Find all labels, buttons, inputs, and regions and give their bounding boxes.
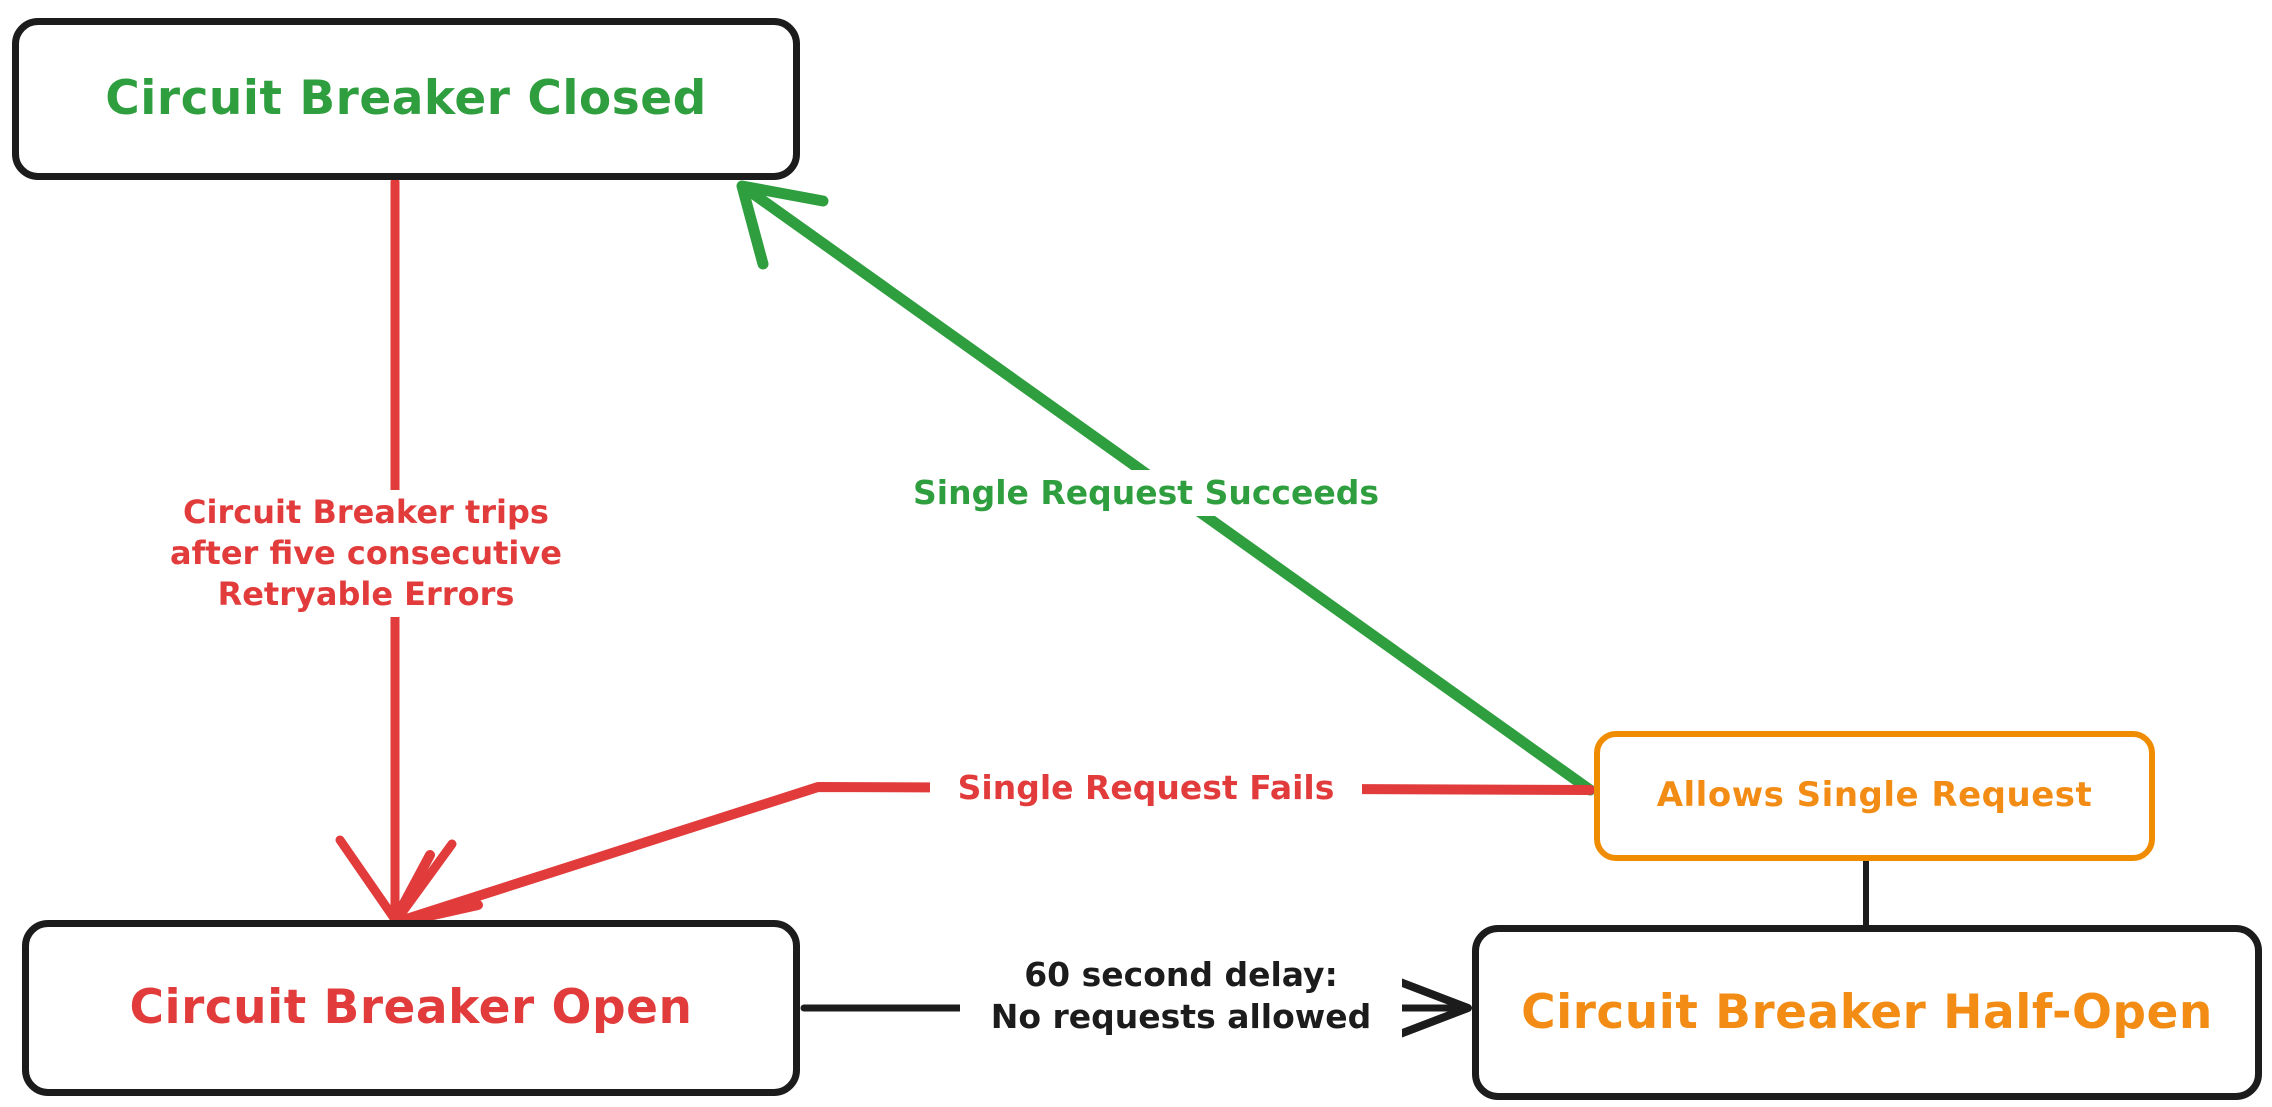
edge-label-60-second-delay: 60 second delay: No requests allowed xyxy=(960,952,1402,1041)
node-label-allows-single: Allows Single Request xyxy=(1656,775,2093,816)
node-circuit-breaker-half-open[interactable]: Circuit Breaker Half-Open xyxy=(1472,925,2262,1100)
node-circuit-breaker-closed[interactable]: Circuit Breaker Closed xyxy=(12,18,800,180)
node-label-closed: Circuit Breaker Closed xyxy=(105,71,707,127)
node-allows-single-request[interactable]: Allows Single Request xyxy=(1594,731,2155,861)
arrowhead-black-half-open xyxy=(1396,978,1472,1038)
arrowhead-green-closed xyxy=(736,180,829,270)
node-label-open: Circuit Breaker Open xyxy=(129,980,693,1036)
edge-label-circuit-breaker-trips: Circuit Breaker trips after five consecu… xyxy=(160,490,572,617)
edge-label-single-request-succeeds: Single Request Succeeds xyxy=(900,470,1392,517)
edge-label-single-request-fails: Single Request Fails xyxy=(930,765,1362,812)
node-circuit-breaker-open[interactable]: Circuit Breaker Open xyxy=(22,920,800,1096)
node-label-half-open: Circuit Breaker Half-Open xyxy=(1521,984,2213,1040)
